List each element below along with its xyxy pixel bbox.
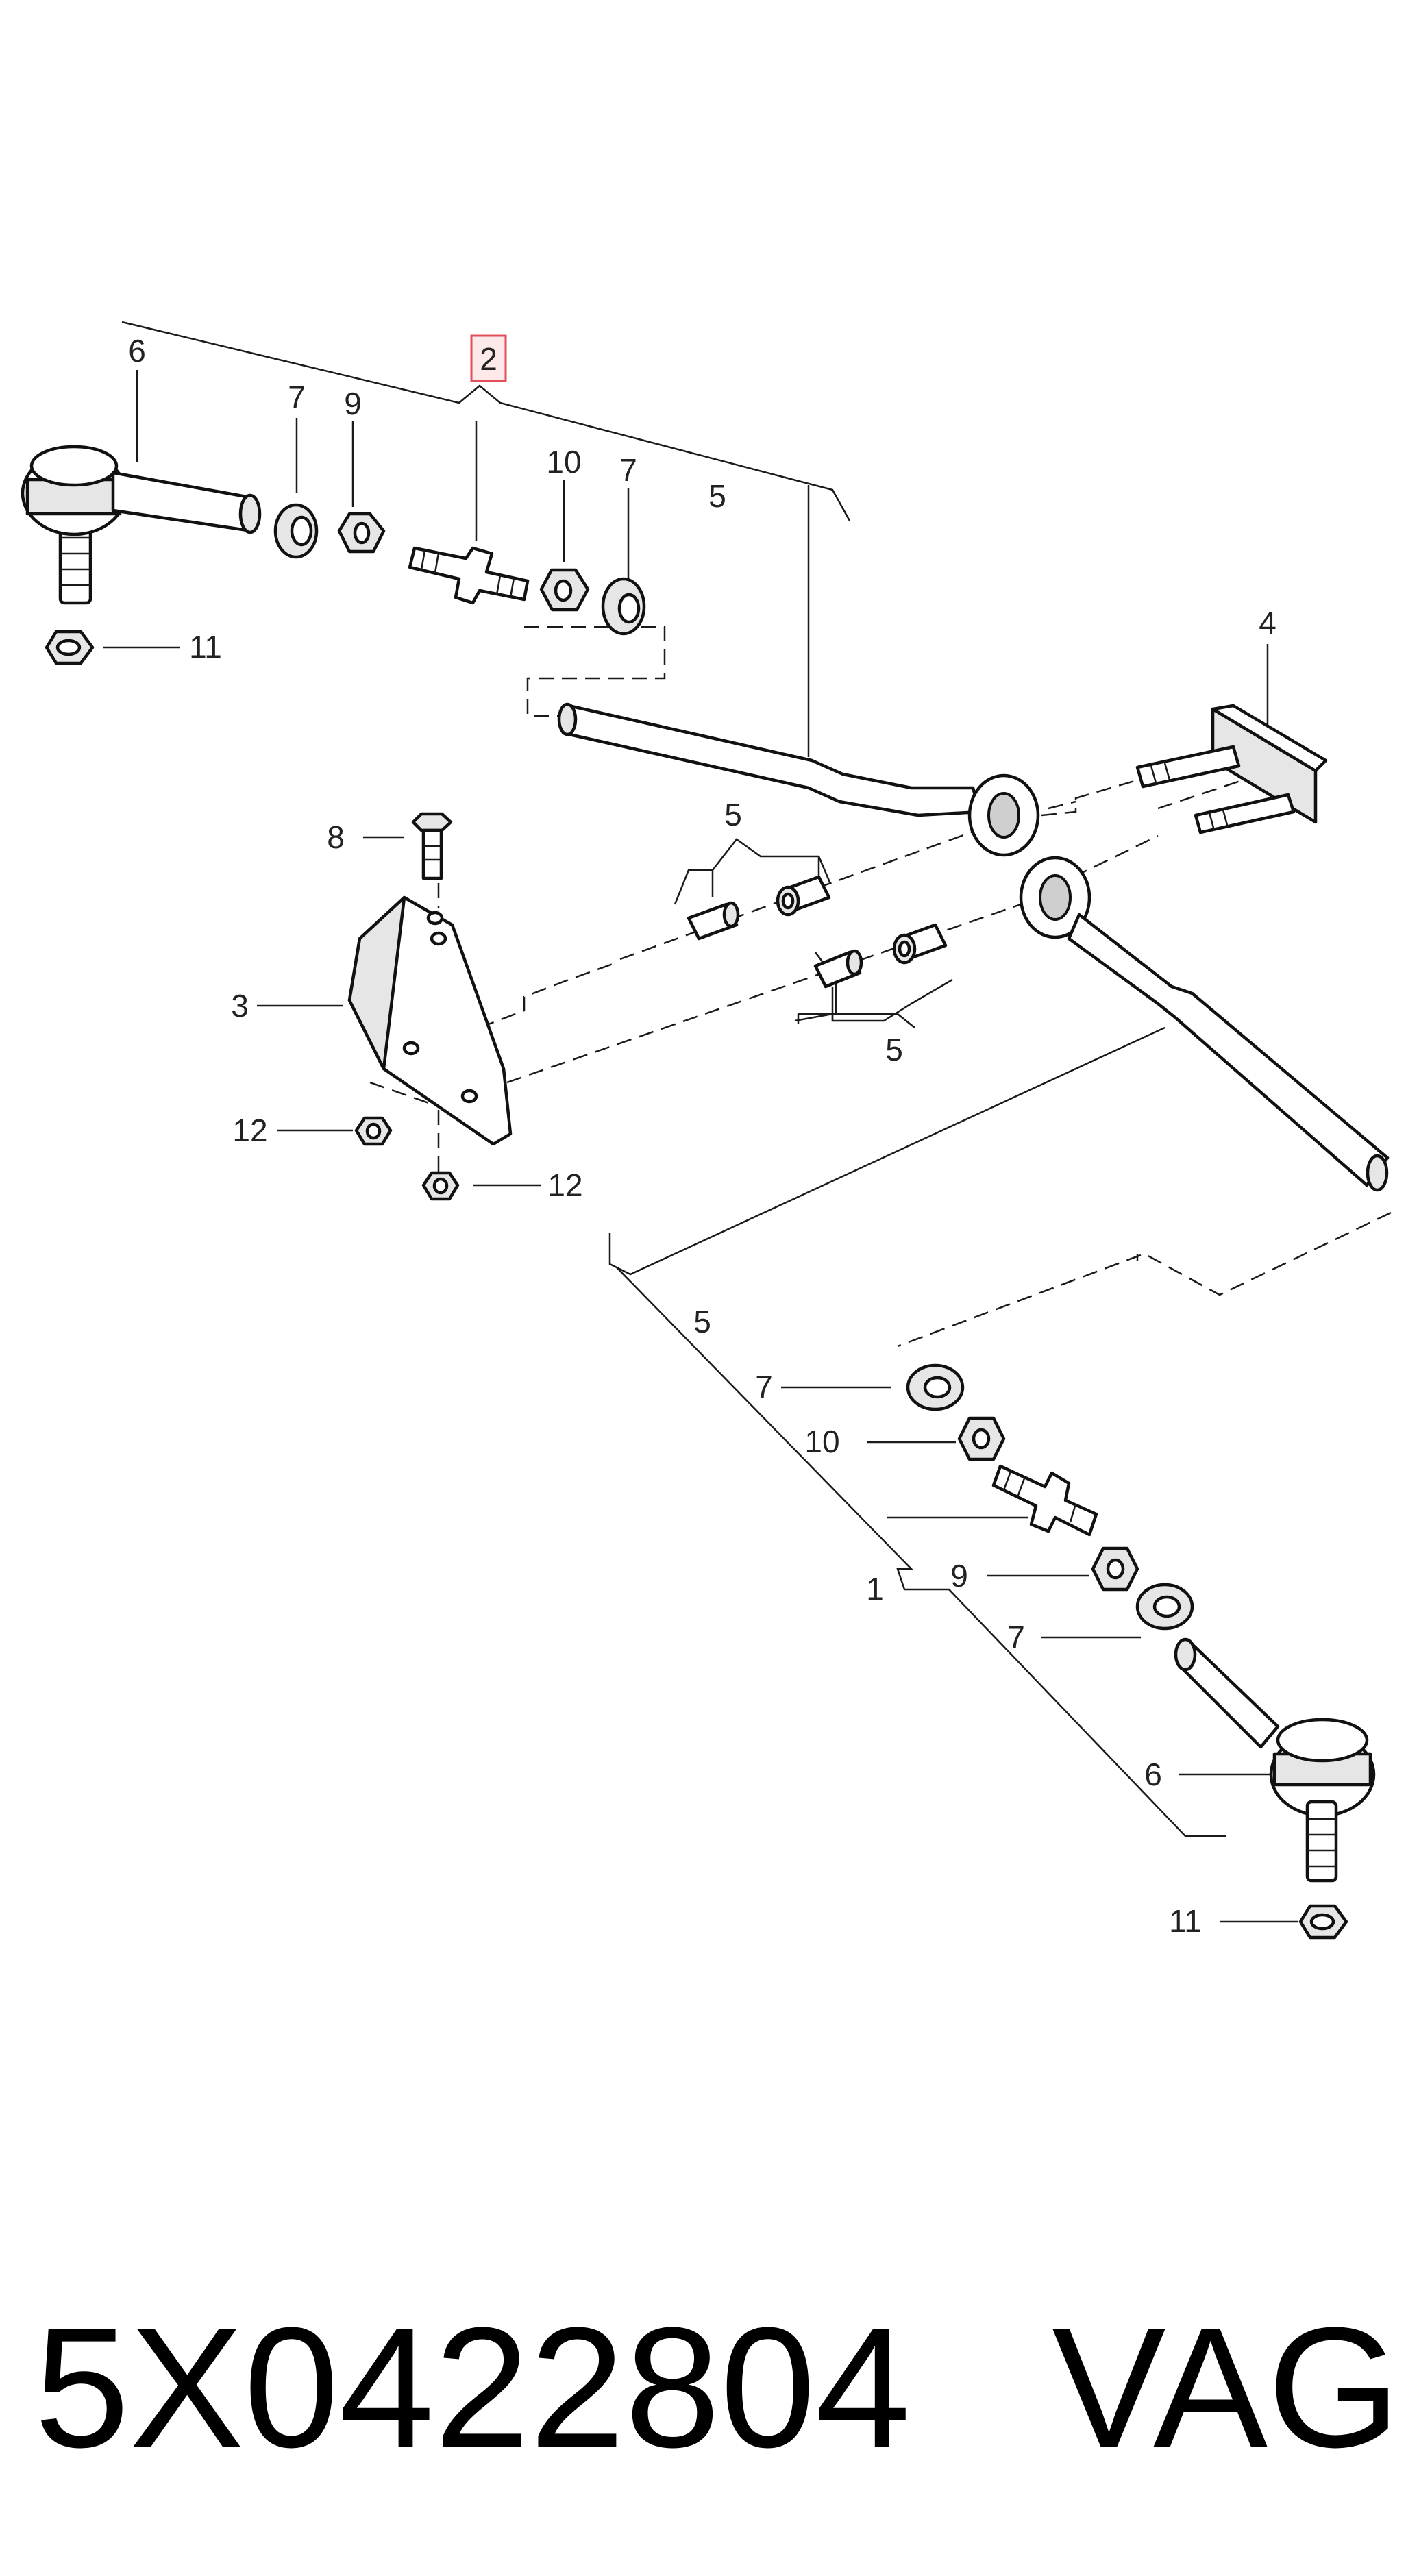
callout-10-lower[interactable]: 10 <box>804 1424 839 1459</box>
washer-lower-2 <box>1135 1583 1194 1631</box>
highlight-box-2 <box>470 334 507 382</box>
callout-5-top[interactable]: 5 <box>708 478 726 514</box>
callout-9-lower[interactable]: 9 <box>950 1558 968 1594</box>
washer-top-left <box>273 503 319 559</box>
callout-9-top[interactable]: 9 <box>344 386 362 421</box>
bolt <box>411 812 453 880</box>
adjuster-bolt-top <box>408 546 530 605</box>
callout-11-bottom[interactable]: 11 <box>1169 1903 1202 1939</box>
part-number: 5X0422804 <box>34 2292 911 2483</box>
nut-11-top <box>45 630 95 665</box>
leader-lines <box>103 321 1298 1923</box>
tie-rod-end-bottom <box>1174 1637 1376 1883</box>
brand-name: VAG <box>1052 2292 1401 2483</box>
spacers-lower <box>813 923 948 989</box>
callout-6-bottom[interactable]: 6 <box>1144 1757 1162 1792</box>
callout-10-top[interactable]: 10 <box>546 444 581 480</box>
callout-8[interactable]: 8 <box>327 819 345 855</box>
nut-lower-2 <box>1091 1546 1139 1592</box>
callout-5-spacers-upper[interactable]: 5 <box>724 797 742 832</box>
mounting-plate <box>1135 704 1328 834</box>
callout-labels: 2 6 7 9 10 7 5 4 11 5 8 3 5 12 12 5 7 10… <box>128 333 1276 1939</box>
tie-rod-end-top <box>21 445 262 605</box>
callout-12-left[interactable]: 12 <box>232 1113 267 1148</box>
callout-5-spacers-lower[interactable]: 5 <box>885 1032 903 1067</box>
callout-3[interactable]: 3 <box>231 988 249 1024</box>
nut-11-bottom <box>1298 1904 1348 1940</box>
nut-bracket-right <box>421 1171 460 1201</box>
nut-top-right <box>539 568 590 612</box>
bracket <box>347 895 513 1146</box>
nut-top-left <box>337 512 386 554</box>
callout-7-top-right[interactable]: 7 <box>619 452 637 488</box>
footer: 5X0422804 VAG <box>0 2285 1419 2490</box>
callout-7-lower-2[interactable]: 7 <box>1007 1620 1025 1655</box>
callout-6-top[interactable]: 6 <box>128 333 146 369</box>
callout-2[interactable]: 2 <box>480 341 497 377</box>
washer-lower-1 <box>906 1363 965 1411</box>
tie-rod-lower <box>1019 856 1390 1192</box>
nut-bracket-left <box>354 1116 393 1146</box>
nut-lower-1 <box>957 1416 1006 1461</box>
spacers-upper <box>687 875 831 941</box>
callout-7-lower-1[interactable]: 7 <box>755 1369 773 1404</box>
tie-rod-upper <box>557 702 1040 857</box>
callout-1[interactable]: 1 <box>866 1571 884 1607</box>
adjuster-bolt-lower <box>991 1464 1098 1537</box>
callout-11-top[interactable]: 11 <box>189 629 222 665</box>
callout-12-right[interactable]: 12 <box>547 1167 582 1203</box>
callout-4[interactable]: 4 <box>1259 605 1276 641</box>
callout-5-lower[interactable]: 5 <box>693 1304 711 1339</box>
washer-top-right <box>601 577 646 636</box>
callout-7-top-left[interactable]: 7 <box>288 380 306 415</box>
